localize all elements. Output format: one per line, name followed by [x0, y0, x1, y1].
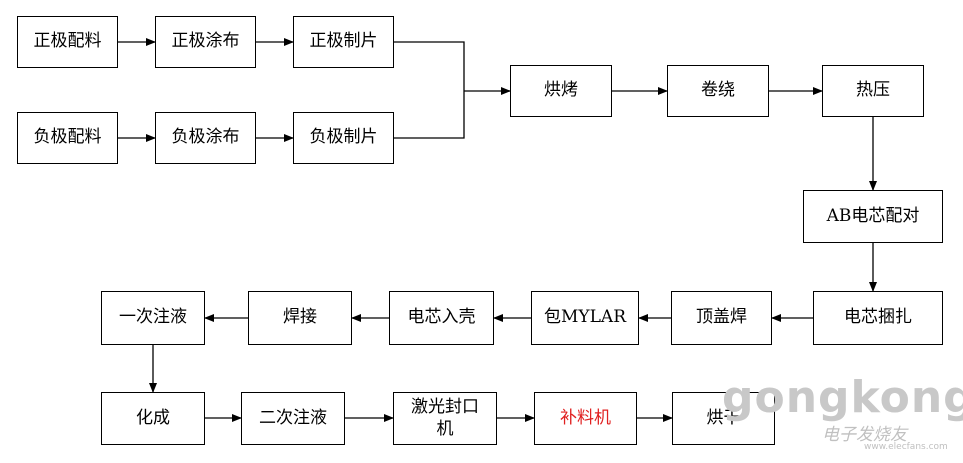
node-positive-sheet: 正极制片	[293, 16, 394, 68]
node-winding: 卷绕	[667, 65, 769, 117]
node-label-line1: 激光封口	[411, 397, 479, 418]
node-label: 烘干	[706, 407, 741, 428]
node-label: 焊接	[283, 307, 317, 328]
node-formation: 化成	[101, 392, 205, 445]
node-laser-sealing-machine: 激光封口机	[393, 392, 497, 445]
node-label: 正极制片	[309, 31, 378, 52]
node-label: AB电芯配对	[826, 205, 920, 226]
node-label: 正极配料	[33, 31, 102, 52]
node-label-line2: 机	[436, 418, 454, 439]
node-top-cover-welding: 顶盖焊	[671, 291, 772, 345]
node-label: 二次注液	[259, 407, 327, 428]
node-first-injection: 一次注液	[101, 291, 205, 345]
node-label: 正极涂布	[171, 31, 240, 52]
node-label: 顶盖焊	[696, 307, 747, 328]
node-mylar-wrap: 包MYLAR	[531, 291, 639, 345]
node-refill-machine: 补料机	[534, 392, 637, 445]
node-label: 卷绕	[701, 80, 735, 101]
node-label: 电芯入壳	[407, 307, 476, 328]
node-negative-coating: 负极涂布	[155, 112, 256, 164]
node-positive-coating: 正极涂布	[155, 16, 256, 68]
watermark-brand: gongkong	[722, 372, 963, 423]
watermark-sub: 电子发烧友	[822, 425, 907, 445]
node-label: 化成	[136, 407, 170, 428]
node-hot-press: 热压	[822, 65, 924, 117]
node-label: 热压	[856, 80, 890, 101]
node-drying: 烘干	[672, 392, 775, 445]
node-label: 包MYLAR	[544, 307, 626, 328]
node-welding: 焊接	[248, 291, 352, 345]
node-label: 负极配料	[33, 127, 102, 148]
node-label: 一次注液	[119, 307, 187, 328]
node-cell-bundling: 电芯捆扎	[813, 291, 943, 345]
node-label: 补料机	[560, 407, 611, 428]
node-negative-mixing: 负极配料	[17, 112, 118, 164]
node-second-injection: 二次注液	[241, 392, 345, 445]
watermark-url: www.elecfans.com	[864, 442, 948, 452]
node-label: 负极涂布	[171, 127, 240, 148]
node-label: 负极制片	[309, 127, 378, 148]
node-cell-into-case: 电芯入壳	[389, 291, 494, 345]
node-label: 电芯捆扎	[844, 307, 912, 328]
node-baking: 烘烤	[510, 65, 612, 117]
node-positive-mixing: 正极配料	[17, 16, 118, 68]
node-label: 烘烤	[544, 80, 578, 101]
node-ab-cell-pairing: AB电芯配对	[803, 190, 943, 243]
connector-pos-make-merge	[394, 41, 465, 139]
node-negative-sheet: 负极制片	[293, 112, 394, 164]
